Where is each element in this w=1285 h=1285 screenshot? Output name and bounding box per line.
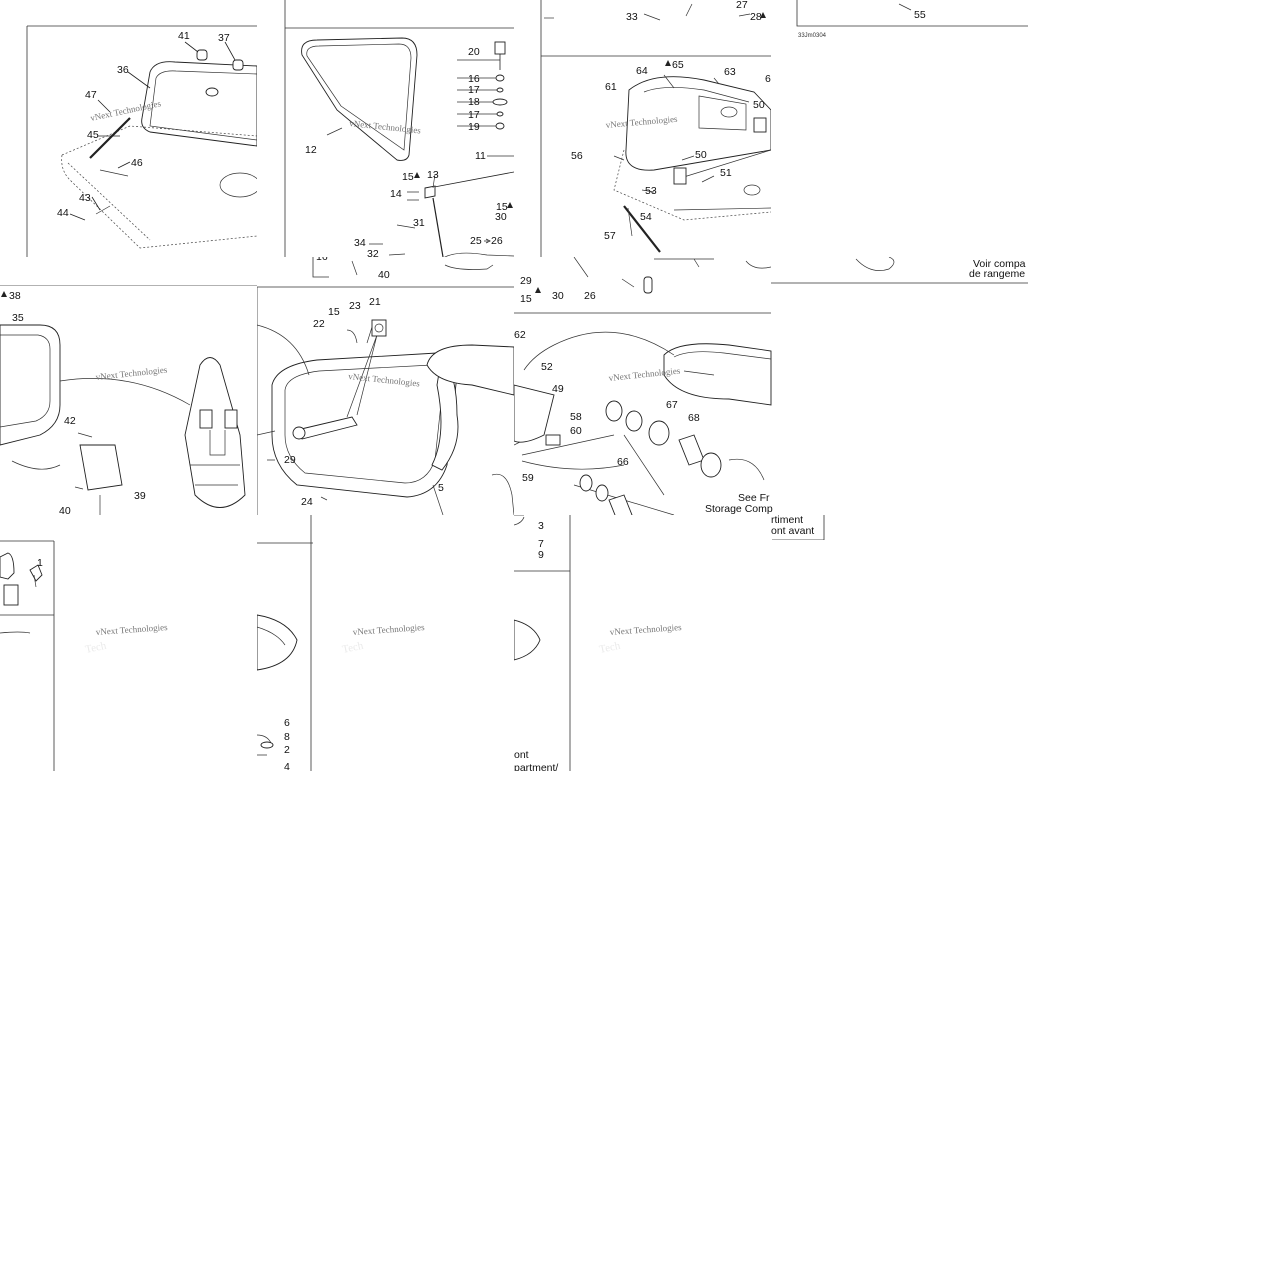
upper-right-drawing	[796, 0, 1028, 27]
lid-drawing: vNext Technologies	[26, 25, 257, 257]
note-voir-line2: de rangeme	[969, 268, 1025, 280]
diagram-tile-front-storage: vNext Technologies 62 52 49 58 60 67 68 …	[514, 315, 825, 540]
rear-compartment-drawing: vNext Technologies	[257, 286, 514, 515]
gasket-drawing: vNext Technologies	[284, 0, 514, 257]
diagram-tile-right-note: Voir compa de rangeme	[771, 257, 1028, 287]
bottom-center-drawing: vNext Technologies Tech	[257, 515, 425, 771]
watermark-text: vNext Technologies	[95, 364, 168, 382]
bottom-left-drawing: vNext Technologies Tech	[0, 540, 168, 771]
diagram-tile-bottom-center: vNext Technologies Tech 6 8 2 4	[257, 515, 514, 771]
diagram-tile-upper-right: 55 33Jm0304	[771, 0, 1028, 257]
diagram-tile-glovebox: vNext Technologies 33 27 28 65 64 63 61 …	[514, 0, 771, 257]
front-storage-drawing: vNext Technologies	[514, 331, 772, 534]
watermark-ghost: Tech	[598, 640, 622, 656]
watermark-text: vNext Technologies	[352, 622, 425, 637]
diagram-tile-rear-compartment: vNext Technologies 10 48 15 23 21 22 29 …	[257, 285, 514, 515]
glovebox-drawing: vNext Technologies	[540, 0, 771, 257]
watermark-ghost: Tech	[84, 640, 108, 656]
diagram-strip-lower-gasket: 16 40	[257, 257, 514, 285]
strip-drawing: 16 40	[312, 257, 494, 281]
seat-drawing: vNext Technologies	[0, 285, 257, 515]
watermark-text: vNext Technologies	[95, 622, 168, 637]
diagram-tile-bottom-right: vNext Technologies Tech 3 7 9 ont partme…	[514, 515, 771, 771]
bottom-right-drawing: vNext Technologies Tech	[514, 515, 682, 771]
diagram-tile-bottom-left: vNext Technologies Tech 1	[0, 515, 257, 771]
diagram-tile-lid: vNext Technologies 41 37 36 47 45 46 43 …	[0, 0, 257, 257]
diagram-tile-gasket: vNext Technologies 20 16 17 18 17 19 12 …	[257, 0, 514, 257]
strip-drawing-2	[514, 257, 771, 314]
diagram-tile-seat: vNext Technologies 38 35 42 39 40	[0, 285, 257, 515]
callout-40-partial: 16	[316, 257, 328, 263]
diagram-strip-lower-glovebox: 29 30 15 26	[514, 257, 771, 315]
right-note-drawing: Voir compa de rangeme	[771, 257, 1028, 284]
watermark-ghost: Tech	[341, 640, 365, 656]
callout-40: 40	[378, 269, 390, 281]
note-voir-line1: Voir compa	[973, 258, 1026, 270]
watermark-text: vNext Technologies	[609, 622, 682, 637]
